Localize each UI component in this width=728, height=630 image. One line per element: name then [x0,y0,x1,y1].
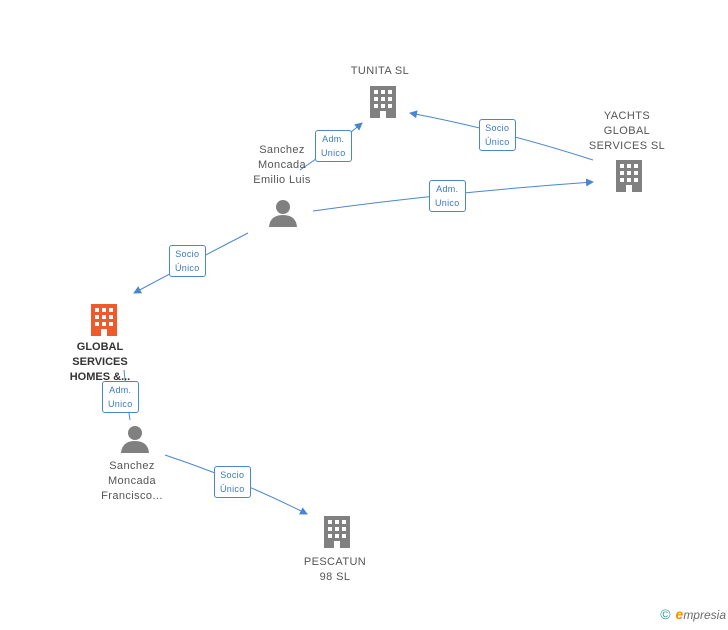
node-label-line: Francisco... [101,490,163,502]
person-icon[interactable] [268,198,298,228]
node-label-line: Sanchez [109,460,155,472]
node-label-global[interactable]: GLOBAL SERVICES HOMES &... [50,340,150,385]
brand-initial: e [675,606,684,622]
node-label-line: YACHTS [603,110,651,122]
edge-label-line: Socio [220,470,245,480]
brand-logo: empresia [676,606,726,622]
edge-label-line: Único [220,484,245,494]
edge-label-adm-unico[interactable]: Adm. Unico [315,130,352,162]
edge-label-socio-unico[interactable]: Socio Único [169,245,206,277]
node-label-emilio[interactable]: Sanchez Moncada Emilio Luis [232,143,332,188]
edge-label-line: Unico [321,148,346,158]
edge-label-line: Adm. [109,385,132,395]
edge-label-adm-unico[interactable]: Adm. Unico [429,180,466,212]
edge-label-line: Socio [175,249,200,259]
edge-label-line: Socio [485,123,510,133]
node-label-line: 98 SL [319,571,351,583]
node-label-line: PESCATUN [303,556,367,568]
building-icon[interactable] [89,302,119,338]
edge-label-socio-unico[interactable]: Socio Único [479,119,516,151]
person-icon[interactable] [120,424,150,454]
edge-label-line: Único [175,263,200,273]
brand-name: mpresia [683,608,726,622]
node-label-line: HOMES &... [69,371,131,383]
node-label-line: Sanchez [259,144,305,156]
building-icon[interactable] [614,158,644,194]
edge-label-line: Unico [108,399,133,409]
edge-label-line: Adm. [322,134,345,144]
node-label-line: GLOBAL [603,125,651,137]
node-label-line: Emilio Luis [253,174,311,186]
node-label-line: Moncada [107,475,157,487]
edge-label-socio-unico[interactable]: Socio Único [214,466,251,498]
node-label-francisco[interactable]: Sanchez Moncada Francisco... [82,459,182,504]
node-label-pescatun[interactable]: PESCATUN 98 SL [285,555,385,585]
edge-label-line: Único [485,137,510,147]
building-icon[interactable] [322,514,352,550]
node-label-line: GLOBAL [76,341,124,353]
node-label-line: SERVICES [72,356,128,368]
node-label-line: Moncada [257,159,307,171]
node-label-tunita[interactable]: TUNITA SL [330,64,430,79]
node-label-yachts[interactable]: YACHTS GLOBAL SERVICES SL [572,109,682,154]
edge-label-line: Unico [435,198,460,208]
copyright-icon: © [660,606,671,622]
node-label-line: SERVICES SL [588,140,666,152]
building-icon[interactable] [368,84,398,120]
edge-label-line: Adm. [436,184,459,194]
node-label-line: TUNITA SL [350,65,410,77]
edge-label-adm-unico[interactable]: Adm. Unico [102,381,139,413]
brand-footer[interactable]: © empresia [660,606,726,622]
